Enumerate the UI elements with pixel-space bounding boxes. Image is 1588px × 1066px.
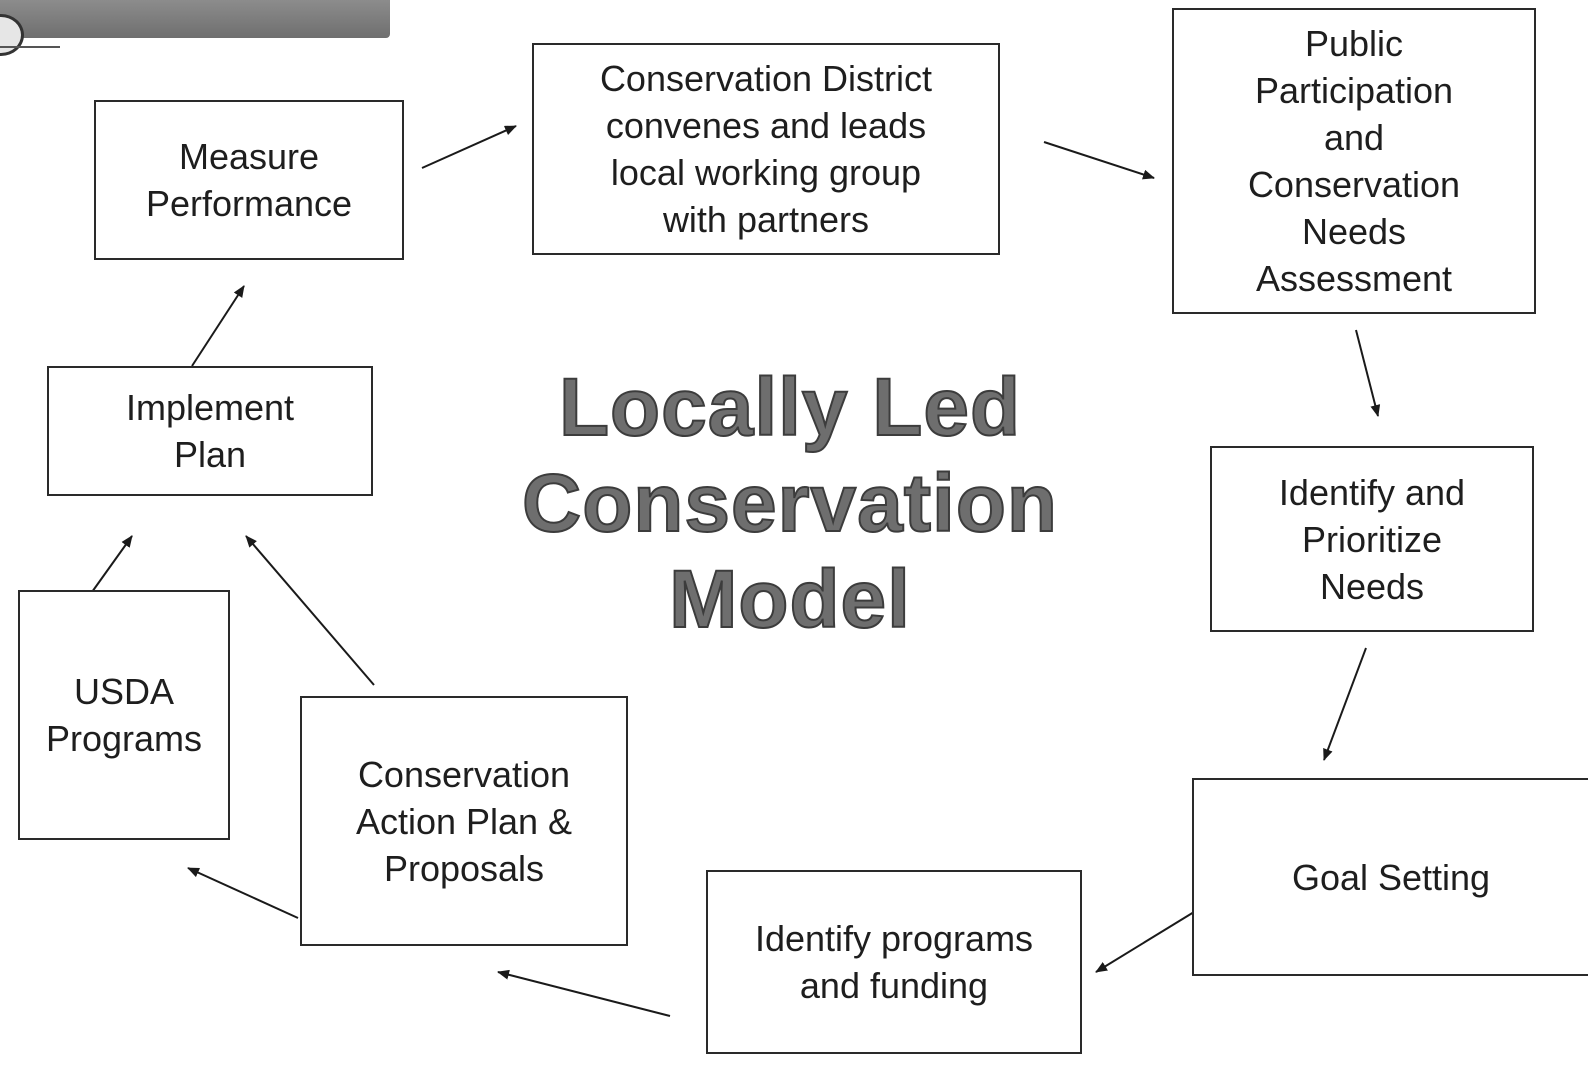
arrow-public-to-identify-needs xyxy=(1355,329,1381,417)
node-action-plan: Conservation Action Plan & Proposals xyxy=(300,696,628,946)
node-identify-prioritize-needs: Identify and Prioritize Needs xyxy=(1210,446,1534,632)
arrow-measure-to-district xyxy=(421,125,517,169)
node-identify-programs-funding-label: Identify programs and funding xyxy=(754,918,1034,1006)
node-goal-setting: Goal Setting xyxy=(1192,778,1588,976)
node-identify-prioritize-needs-label: Identify and Prioritize Needs xyxy=(1278,471,1466,607)
node-implement-plan-label: Implement Plan xyxy=(125,387,295,475)
node-usda-programs-label: USDA Programs xyxy=(45,671,203,759)
node-public-participation: Public Participation and Conservation Ne… xyxy=(1172,8,1536,314)
node-action-plan-label: Conservation Action Plan & Proposals xyxy=(355,753,573,889)
node-public-participation-label: Public Participation and Conservation Ne… xyxy=(1247,23,1461,299)
arrow-goal-to-programs-funding xyxy=(1095,911,1195,973)
logo-underline xyxy=(0,46,60,48)
node-conservation-district: Conservation District convenes and leads… xyxy=(532,43,1000,255)
arrow-identify-needs-to-goal xyxy=(1323,647,1367,761)
arrow-action-plan-to-implement xyxy=(245,535,375,686)
arrow-usda-to-implement xyxy=(91,535,133,593)
arrow-implement-to-measure xyxy=(191,285,245,367)
node-conservation-district-label: Conservation District convenes and leads… xyxy=(599,58,933,240)
node-implement-plan: Implement Plan xyxy=(47,366,373,496)
node-measure-performance: Measure Performance xyxy=(94,100,404,260)
arrow-district-to-public xyxy=(1043,141,1155,180)
node-usda-programs: USDA Programs xyxy=(18,590,230,840)
diagram-title: Locally Led Conservation Model xyxy=(521,361,1058,646)
logo xyxy=(0,0,392,60)
node-goal-setting-label: Goal Setting xyxy=(1291,856,1491,898)
arrow-action-plan-to-usda xyxy=(187,867,299,919)
node-identify-programs-funding: Identify programs and funding xyxy=(706,870,1082,1054)
logo-banner xyxy=(0,0,390,38)
arrow-programs-funding-to-action-plan xyxy=(497,969,671,1017)
node-measure-performance-label: Measure Performance xyxy=(145,136,353,224)
